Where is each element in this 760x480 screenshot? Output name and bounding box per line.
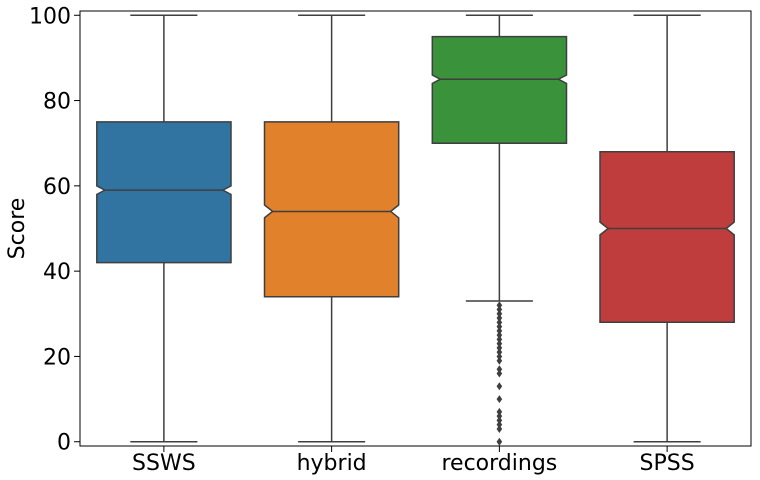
outlier-point bbox=[496, 309, 503, 318]
outlier-point bbox=[496, 437, 503, 446]
outlier-point bbox=[496, 301, 503, 310]
box-group-spss bbox=[599, 14, 735, 443]
y-axis: 0 20 40 60 80 100 bbox=[29, 4, 80, 456]
box-group-hybrid bbox=[263, 14, 400, 443]
y-tick-label: 0 bbox=[57, 431, 71, 456]
y-tick-label: 40 bbox=[43, 260, 71, 285]
outlier-point bbox=[496, 412, 503, 421]
y-axis-title: Score bbox=[5, 198, 30, 260]
y-tick-label: 60 bbox=[43, 175, 71, 200]
x-tick-label: recordings bbox=[441, 451, 557, 476]
x-axis: SSWS hybrid recordings SPSS bbox=[132, 446, 695, 476]
outlier-point bbox=[496, 352, 503, 361]
outlier-point bbox=[496, 318, 503, 327]
x-tick-label: SPSS bbox=[640, 451, 695, 476]
x-tick-label: SSWS bbox=[132, 451, 196, 476]
y-tick-label: 80 bbox=[43, 90, 71, 115]
outlier-point bbox=[496, 424, 503, 433]
plot-layer bbox=[96, 14, 735, 446]
outlier-point bbox=[496, 416, 503, 425]
box-body bbox=[431, 35, 568, 144]
outlier-point bbox=[496, 420, 503, 429]
outlier-point bbox=[496, 305, 503, 314]
outlier-point bbox=[496, 322, 503, 331]
outlier-point bbox=[496, 369, 503, 378]
outlier-point bbox=[496, 343, 503, 352]
box-group-recordings bbox=[431, 14, 568, 446]
outlier-point bbox=[496, 348, 503, 357]
y-tick-label: 20 bbox=[43, 345, 71, 370]
box-group-ssws bbox=[96, 14, 232, 443]
outlier-point bbox=[496, 407, 503, 416]
outlier-point bbox=[496, 326, 503, 335]
box-body bbox=[96, 121, 232, 264]
outlier-point bbox=[496, 331, 503, 340]
plot-frame bbox=[79, 10, 752, 447]
outlier-point bbox=[496, 395, 503, 404]
outlier-point bbox=[496, 314, 503, 323]
outlier-point bbox=[496, 365, 503, 374]
outlier-point bbox=[496, 382, 503, 391]
box-body bbox=[599, 150, 735, 324]
outlier-point bbox=[496, 356, 503, 365]
outlier-point bbox=[496, 339, 503, 348]
x-tick-label: hybrid bbox=[297, 451, 367, 476]
box-body bbox=[263, 121, 400, 298]
y-tick-label: 100 bbox=[29, 4, 71, 29]
outlier-point bbox=[496, 335, 503, 344]
